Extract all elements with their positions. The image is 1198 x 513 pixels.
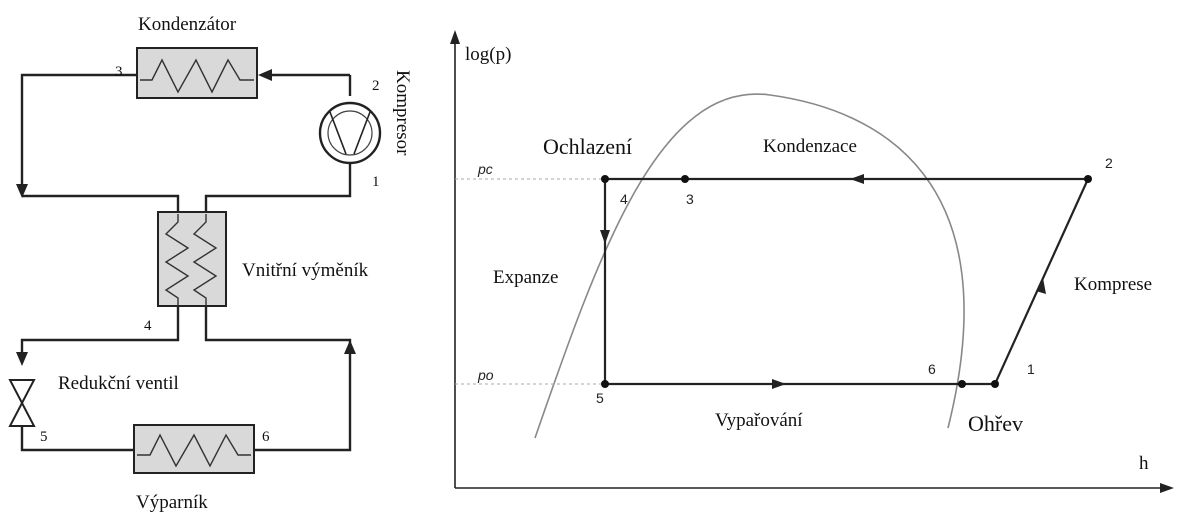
pipe-exchanger-to-compressor <box>204 163 352 212</box>
po-label: po <box>477 367 494 383</box>
circuit-point-1: 1 <box>372 174 380 190</box>
evaporation-label: Vypařování <box>715 410 803 431</box>
compressor-inner-ring <box>327 110 373 156</box>
circuit-point-3: 3 <box>115 64 123 80</box>
compression-label: Komprese <box>1074 274 1152 295</box>
compressor-label: Kompresor <box>392 70 413 156</box>
evaporator-box <box>133 424 255 474</box>
arrow-down-icon <box>600 230 610 244</box>
state-point-4-marker <box>601 175 609 183</box>
internal-heat-exchanger <box>157 211 227 307</box>
x-axis-arrow-icon <box>1160 483 1174 493</box>
arrow-up-icon <box>344 340 356 354</box>
evaporator-label: Výparník <box>136 492 208 513</box>
x-axis-label: h <box>1139 453 1149 474</box>
compressor-circle <box>318 101 382 165</box>
exchanger-coil-icon <box>164 214 190 306</box>
pipe-exchanger-to-valve <box>20 306 180 360</box>
arrow-up-icon <box>1036 278 1046 294</box>
diagram-point-3: 3 <box>686 191 694 207</box>
evaporator-coil-icon <box>137 433 251 468</box>
circuit-point-2: 2 <box>372 78 380 94</box>
condenser-label: Kondenzátor <box>138 14 237 35</box>
pipe-condenser-to-exchanger <box>20 73 137 193</box>
evaporator <box>133 424 255 474</box>
condensation-label: Kondenzace <box>763 136 857 157</box>
superheat-label: Ohřev <box>968 411 1023 436</box>
circuit-point-5: 5 <box>40 429 48 445</box>
compressor-blade <box>353 111 371 155</box>
arrow-down-icon <box>16 184 28 198</box>
pipe-exchanger-cold-in <box>204 306 352 346</box>
circuit-schematic: Kondenzátor 2 1 3 Kompresor Vnitřní výmě… <box>8 14 413 513</box>
saturation-dome <box>534 93 965 439</box>
exchanger-coil-icon <box>192 214 218 306</box>
expansion-label: Expanze <box>493 267 558 288</box>
state-point-1-marker <box>991 380 999 388</box>
arrow-right-icon <box>772 379 786 389</box>
state-point-6-marker <box>958 380 966 388</box>
diagram-point-5: 5 <box>596 390 604 406</box>
pipe-valve-to-evaporator <box>20 426 134 452</box>
condenser-box <box>136 47 258 99</box>
compressor-blade <box>329 111 347 155</box>
pc-label: pc <box>477 161 493 177</box>
condenser-coil-icon <box>140 58 254 94</box>
state-point-2-marker <box>1084 175 1092 183</box>
pipe-evaporator-to-exchanger <box>254 346 352 452</box>
circuit-point-6: 6 <box>262 429 270 445</box>
diagram-point-1: 1 <box>1027 361 1035 377</box>
diagram-point-4: 4 <box>620 191 628 207</box>
y-axis-arrow-icon <box>450 30 460 44</box>
y-axis-label: log(p) <box>465 44 511 65</box>
diagram-point-6: 6 <box>928 361 936 377</box>
arrow-down-icon <box>16 352 28 366</box>
state-point-3-marker <box>681 175 689 183</box>
expansion-valve-label: Redukční ventil <box>58 373 179 394</box>
circuit-point-4: 4 <box>144 318 152 334</box>
subcooling-label: Ochlazení <box>543 134 632 159</box>
condenser <box>136 47 258 99</box>
arrow-left-icon <box>850 174 864 184</box>
internal-exchanger-label: Vnitřní výměník <box>242 260 369 281</box>
log-p-h-diagram: log(p) h pc po 2 3 4 5 6 1 Ochlazení Kon <box>450 30 1174 493</box>
expansion-valve-icon <box>8 379 36 427</box>
state-point-5-marker <box>601 380 609 388</box>
exchanger-box <box>157 211 227 307</box>
pipe-exchanger-hot-in <box>22 194 180 212</box>
compressor <box>318 101 382 165</box>
arrow-left-icon <box>258 69 272 81</box>
diagram-point-2: 2 <box>1105 155 1113 171</box>
